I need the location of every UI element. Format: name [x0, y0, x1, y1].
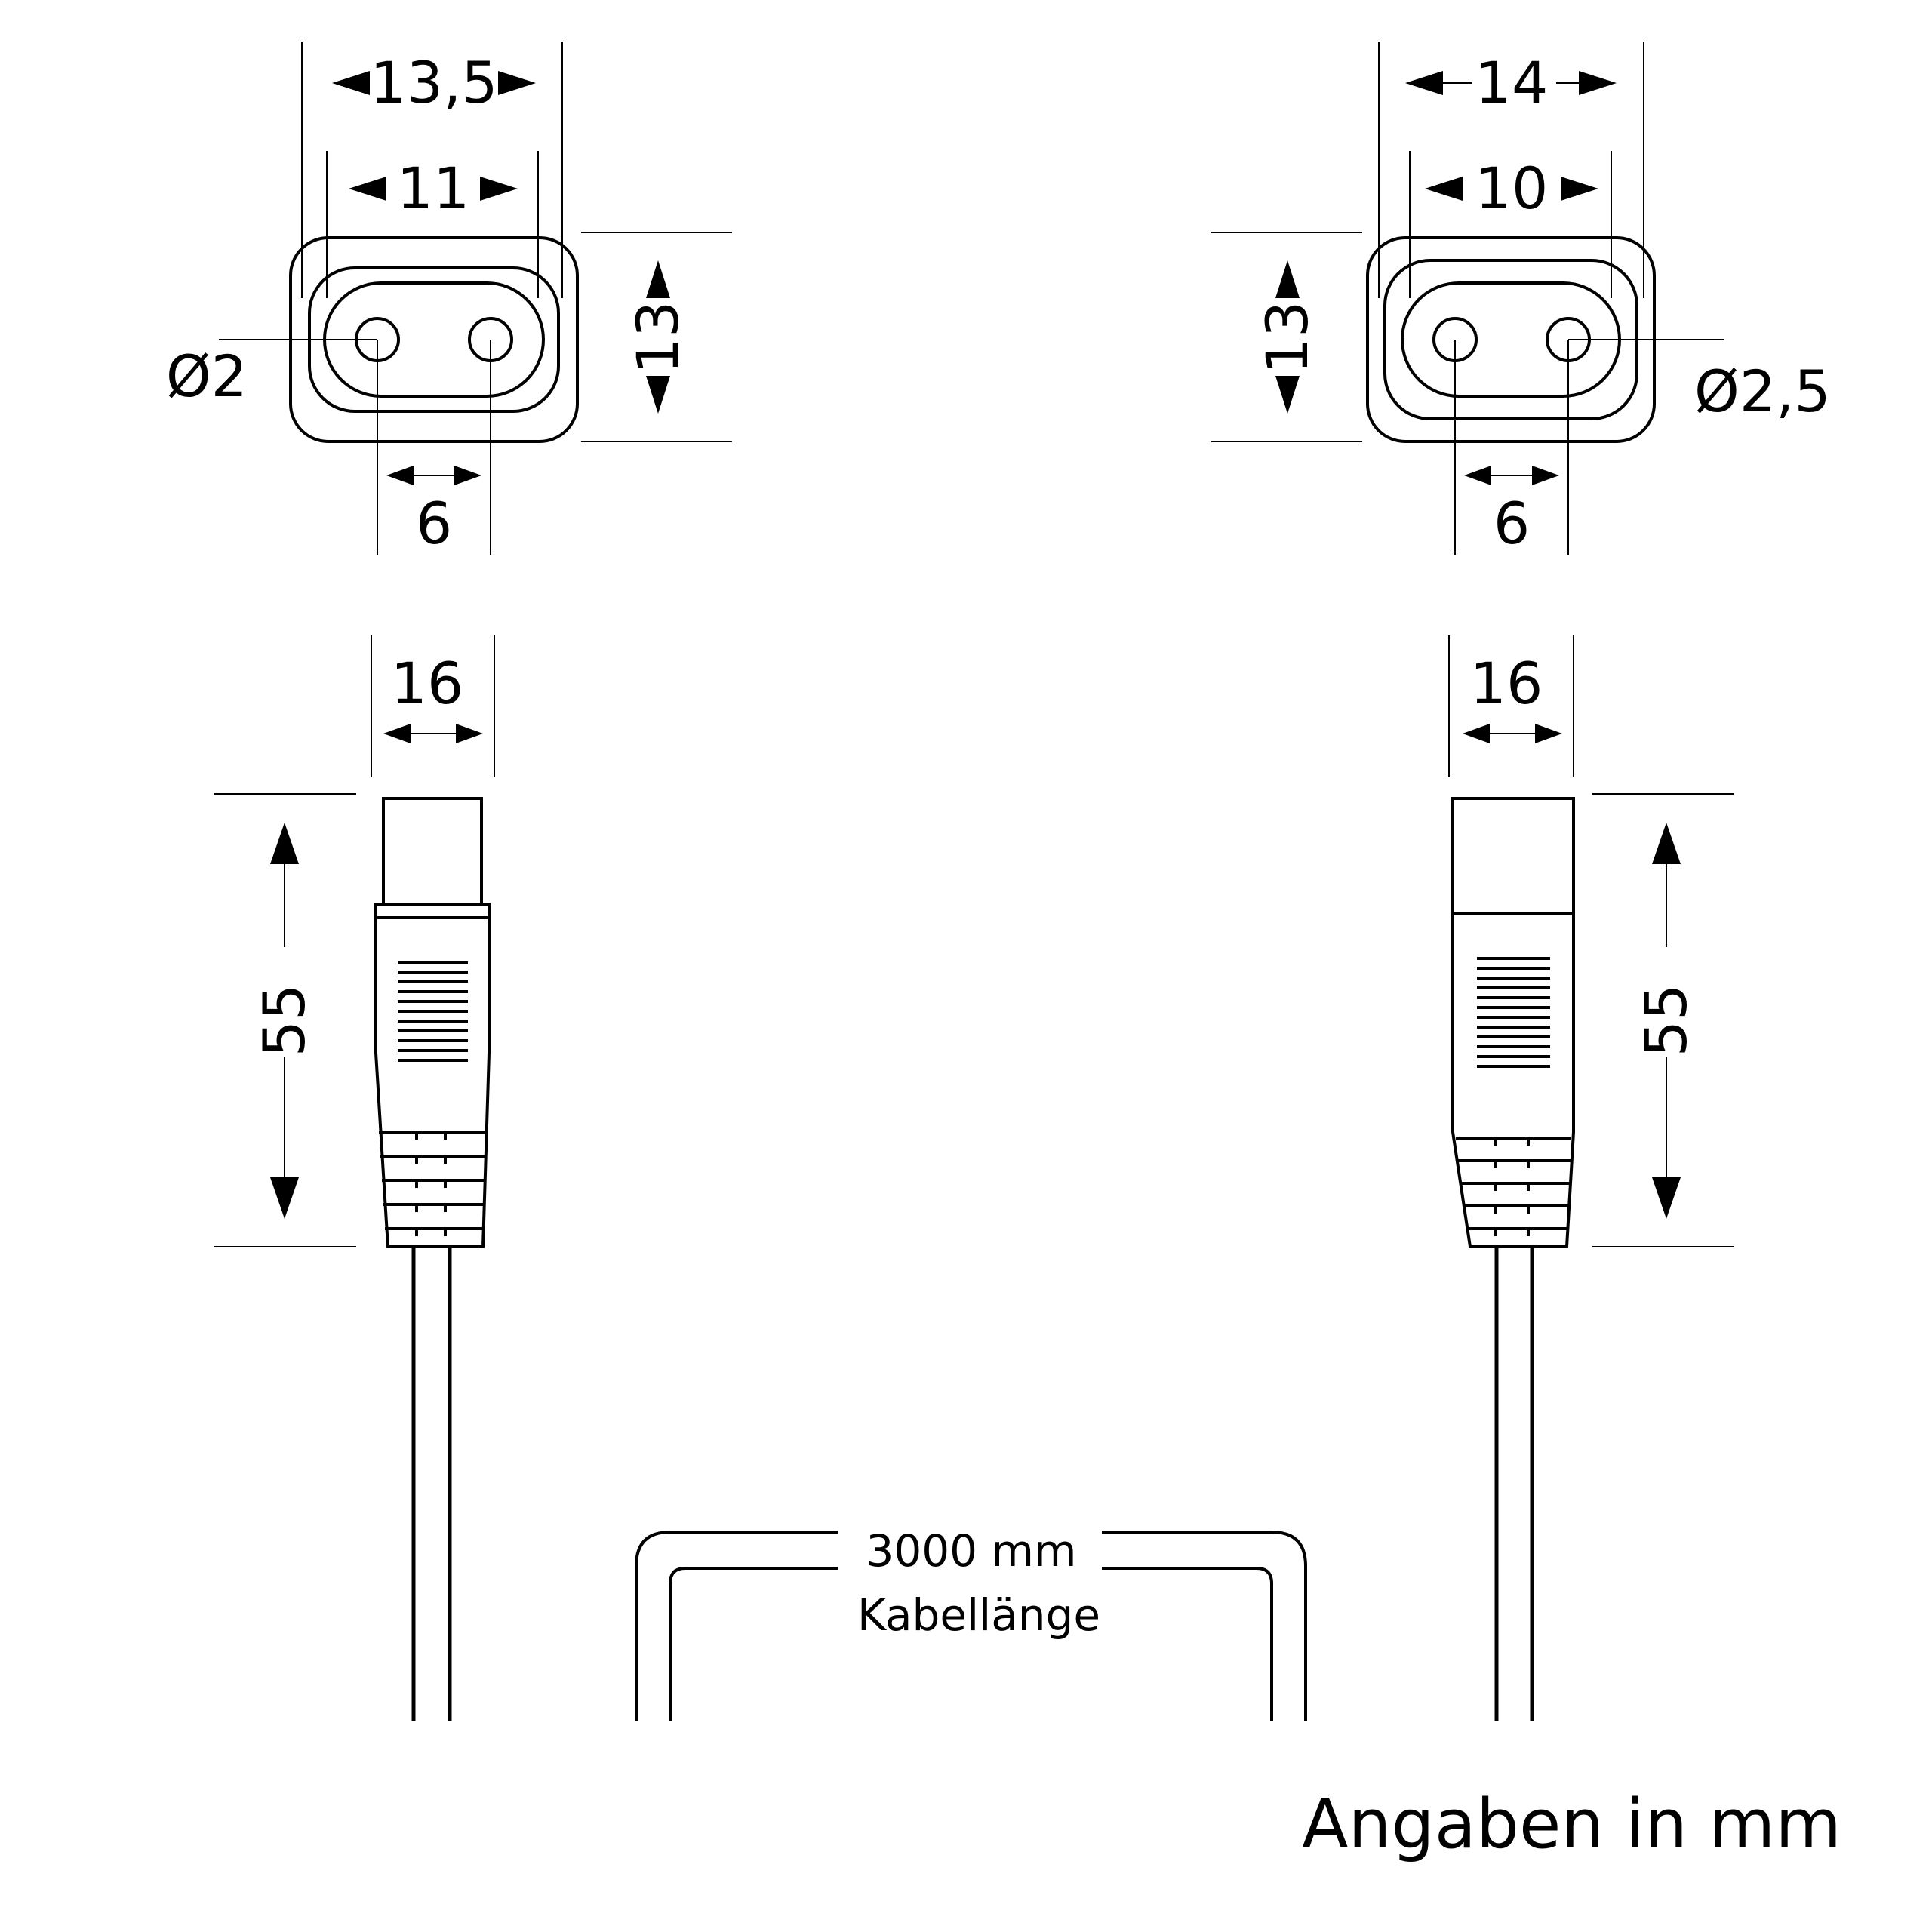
right-height-label: 13 [1254, 301, 1321, 374]
left-plug-strain-relief [379, 1131, 486, 1247]
right-body-dimensions [1448, 635, 1734, 1247]
left-pin-diameter-label: Ø2 [166, 343, 248, 410]
left-body-width-label: 16 [391, 650, 464, 717]
left-width-inner-label: 11 [397, 155, 470, 222]
right-plug-body [1451, 797, 1575, 1721]
left-width-outer-label: 13,5 [370, 49, 497, 116]
right-body-length-label: 55 [1632, 984, 1700, 1057]
units-note: Angaben in mm [1302, 1785, 1841, 1864]
right-plug-housing [1451, 912, 1575, 1248]
left-height-label: 13 [624, 301, 691, 374]
left-body-length-label: 55 [251, 984, 318, 1057]
right-pin-spacing-label: 6 [1494, 490, 1530, 557]
left-plug-body [374, 797, 491, 1721]
cable-length-value: 3000 mm [866, 1525, 1076, 1577]
left-body-dimensions [214, 635, 495, 1247]
right-plug-strain-relief [1456, 1137, 1571, 1247]
left-plug-grip-ribs [398, 961, 468, 1062]
right-pin-diameter-label: Ø2,5 [1694, 358, 1831, 425]
left-plug-collar [374, 903, 491, 919]
right-width-inner-label: 10 [1475, 155, 1549, 222]
cable-symbol-inner-left [669, 1567, 838, 1721]
left-plug-housing [374, 916, 491, 1248]
cable-length-caption: Kabellänge [857, 1589, 1100, 1641]
cable-length-symbol [635, 1531, 1307, 1721]
right-plug-tip [1451, 797, 1575, 915]
right-face-dimensions [1211, 42, 1724, 555]
right-plug-grip-ribs [1477, 957, 1550, 1068]
cable-symbol-outer-left [635, 1531, 838, 1721]
left-plug-tip [382, 797, 483, 906]
cable-symbol-inner-right [1102, 1567, 1273, 1721]
right-width-outer-label: 14 [1475, 49, 1549, 116]
left-face-dimensions [219, 42, 732, 555]
cable-symbol-outer-right [1102, 1531, 1307, 1721]
left-pin-spacing-label: 6 [416, 490, 452, 557]
right-body-width-label: 16 [1470, 650, 1543, 717]
